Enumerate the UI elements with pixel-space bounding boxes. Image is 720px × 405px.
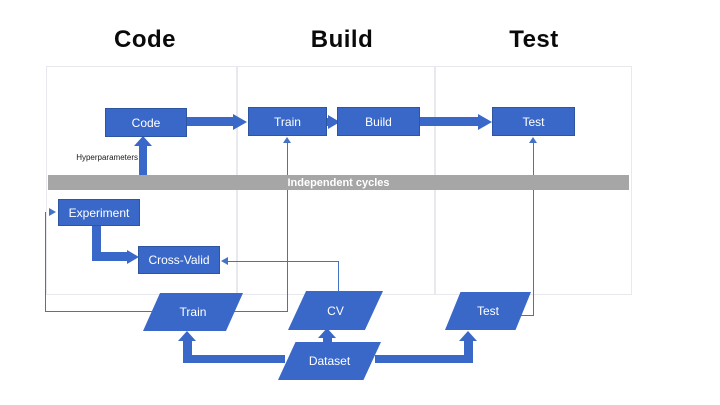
node-experiment-label: Experiment bbox=[68, 205, 130, 220]
node-train-label: Train bbox=[274, 114, 301, 129]
lane-header-code: Code bbox=[114, 26, 176, 53]
arrowhead-into-crossvalid-icon bbox=[221, 257, 228, 265]
node-build-label: Build bbox=[365, 114, 392, 129]
arrow-dataset-to-test-horizontal bbox=[375, 355, 467, 363]
arrow-dataset-to-test-head-icon bbox=[459, 331, 477, 341]
lane-header-test: Test bbox=[509, 26, 559, 53]
arrow-dataset-to-cv-head-icon bbox=[318, 328, 336, 338]
node-train: Train bbox=[248, 107, 327, 136]
data-node-test: Test bbox=[445, 292, 531, 330]
node-code: Code bbox=[105, 108, 187, 137]
line-test-feedback-horizontal bbox=[521, 315, 534, 316]
arrow-experiment-to-crossvalid-horizontal bbox=[92, 252, 128, 261]
arrow-train-to-build-shaft bbox=[326, 118, 329, 126]
arrow-dataset-to-train-head-icon bbox=[178, 331, 196, 341]
line-experiment-loop-vertical bbox=[45, 212, 46, 312]
data-node-train-label: Train bbox=[179, 305, 207, 319]
hyperparameters-label: Hyperparameters bbox=[76, 153, 138, 162]
arrow-dataset-to-train-horizontal bbox=[190, 355, 285, 363]
node-test-label: Test bbox=[522, 114, 545, 129]
arrowhead-into-test-box-icon bbox=[529, 137, 537, 143]
arrow-code-to-train-head-icon bbox=[233, 114, 247, 130]
data-node-cv-label: CV bbox=[327, 303, 344, 318]
arrow-build-to-test-head-icon bbox=[478, 114, 492, 130]
data-node-test-label: Test bbox=[476, 304, 499, 318]
node-experiment: Experiment bbox=[58, 199, 140, 226]
independent-cycles-bar: Independent cycles bbox=[48, 175, 629, 190]
node-test: Test bbox=[492, 107, 575, 136]
lane-header-build: Build bbox=[310, 26, 374, 53]
node-code-label: Code bbox=[131, 115, 161, 130]
node-cross-valid-label: Cross-Valid bbox=[148, 253, 210, 267]
arrow-dataset-to-cv-shaft bbox=[323, 337, 332, 344]
line-test-feedback-vertical bbox=[533, 142, 534, 315]
line-train-feedback-vertical bbox=[287, 142, 288, 312]
line-cv-to-crossvalid-vertical bbox=[338, 261, 339, 291]
data-node-cv: CV bbox=[288, 291, 383, 330]
data-node-dataset-label: Dataset bbox=[308, 354, 351, 368]
arrowhead-into-experiment-icon bbox=[49, 208, 56, 216]
arrowhead-into-train-box-icon bbox=[283, 137, 291, 143]
data-node-dataset: Dataset bbox=[278, 342, 381, 380]
independent-cycles-label: Independent cycles bbox=[287, 176, 390, 189]
data-node-train: Train bbox=[143, 293, 243, 331]
arrow-dataset-to-train-vertical bbox=[183, 340, 192, 363]
node-build: Build bbox=[337, 107, 420, 136]
arrow-hyperparameters-shaft bbox=[139, 145, 147, 175]
arrow-hyperparameters-head-icon bbox=[134, 136, 152, 146]
arrow-dataset-to-test-vertical bbox=[464, 340, 473, 363]
arrow-experiment-to-crossvalid-head-icon bbox=[127, 250, 139, 264]
line-cv-to-crossvalid-horizontal bbox=[228, 261, 338, 262]
arrow-experiment-to-crossvalid-vertical bbox=[92, 226, 101, 261]
node-cross-valid: Cross-Valid bbox=[138, 246, 220, 274]
arrow-build-to-test-shaft bbox=[420, 117, 478, 126]
arrow-code-to-train-shaft bbox=[187, 117, 233, 126]
